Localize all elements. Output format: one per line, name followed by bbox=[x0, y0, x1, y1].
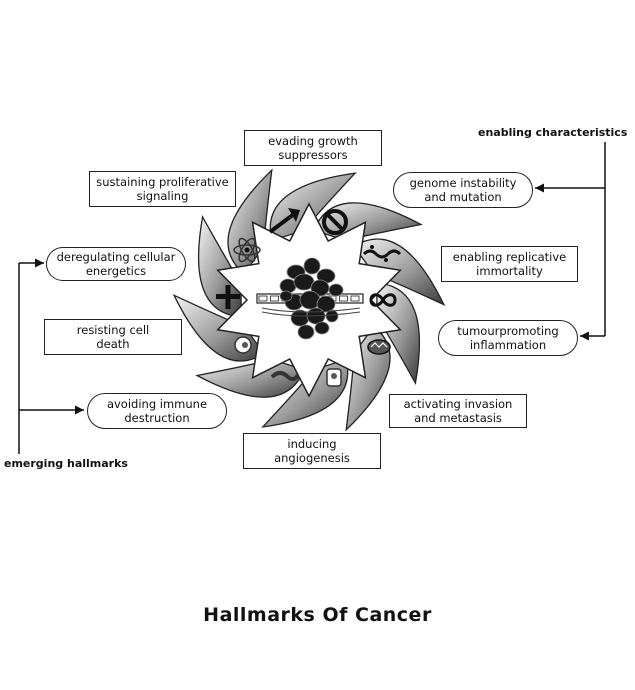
membrane-cell bbox=[258, 295, 268, 302]
tumor-cell bbox=[328, 283, 344, 297]
deregulating-cellular-energetics-box: deregulating cellular energetics bbox=[46, 247, 186, 281]
atom-icon bbox=[233, 237, 261, 263]
tumor-cell bbox=[325, 309, 339, 323]
blood-vessel-icon bbox=[270, 371, 300, 382]
membrane-cell bbox=[270, 295, 279, 302]
enabling-connector bbox=[535, 142, 606, 341]
membrane-cell bbox=[339, 295, 348, 302]
enabling-characteristics-label: enabling characteristics bbox=[478, 126, 628, 139]
tumor-cell bbox=[316, 295, 336, 313]
inducing-angiogenesis-box: inducing angiogenesis bbox=[243, 433, 381, 469]
evading-growth-suppressors-box: evading growth suppressors bbox=[244, 130, 382, 166]
dna-mutation-icon bbox=[362, 245, 402, 262]
emerging-connector bbox=[18, 258, 84, 454]
cross-icon bbox=[216, 285, 240, 309]
proliferative-arrow-icon bbox=[268, 208, 300, 234]
inflammation-icon bbox=[367, 339, 391, 355]
activating-invasion-metastasis-box: activating invasion and metastasis bbox=[389, 394, 527, 428]
invasion-cell-icon bbox=[326, 368, 342, 387]
sustaining-proliferative-signaling-box: sustaining proliferative signaling bbox=[89, 171, 236, 207]
tumor-cell bbox=[314, 321, 330, 335]
hallmark-blade bbox=[313, 202, 423, 242]
immune-cell-icon bbox=[234, 336, 252, 354]
resisting-cell-death-box: resisting cell death bbox=[44, 319, 182, 355]
tumor-cell bbox=[303, 257, 321, 275]
infinity-icon bbox=[369, 293, 397, 307]
tumour-promoting-inflammation-box: tumourpromoting inflammation bbox=[438, 320, 578, 356]
tumor-cell bbox=[297, 324, 315, 340]
no-entry-icon bbox=[322, 209, 348, 235]
emerging-hallmarks-label: emerging hallmarks bbox=[4, 457, 128, 470]
genome-instability-box: genome instability and mutation bbox=[393, 172, 533, 208]
avoiding-immune-destruction-box: avoiding immune destruction bbox=[87, 393, 227, 429]
enabling-replicative-immortality-box: enabling replicative immortality bbox=[441, 246, 578, 282]
membrane-cell bbox=[350, 295, 360, 302]
tumor-cell bbox=[279, 290, 293, 302]
diagram-caption: Hallmarks Of Cancer bbox=[203, 604, 432, 626]
tumor-cell-cluster-icon bbox=[256, 257, 364, 340]
